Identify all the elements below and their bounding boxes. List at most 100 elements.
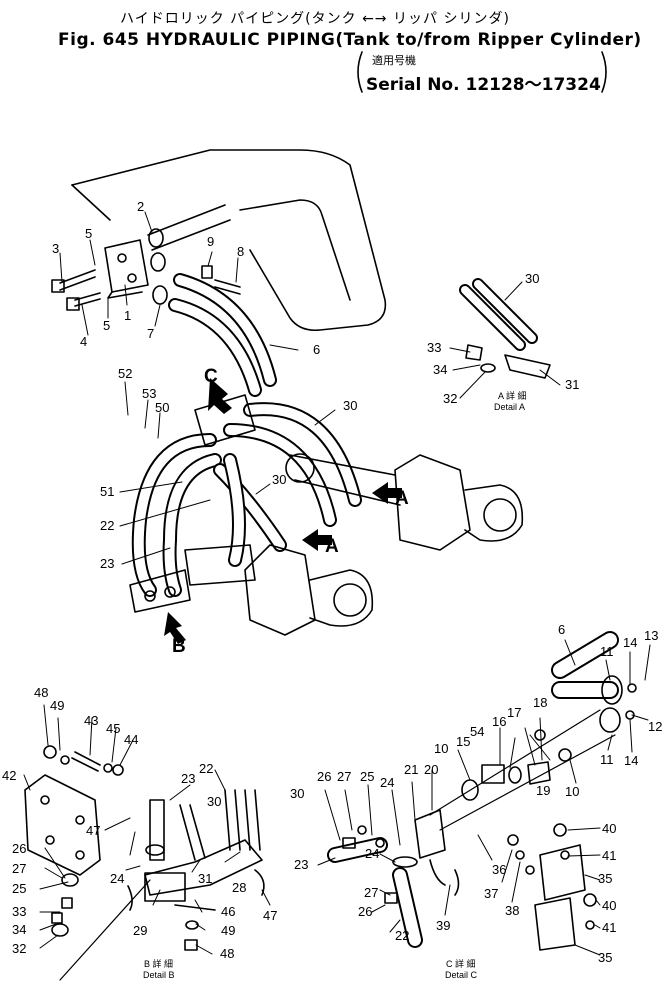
serial-number-range: Serial No. 12128～17324 (366, 75, 601, 95)
callout: 16 (492, 714, 506, 729)
view-marker-a-lower: A (325, 536, 339, 557)
callout: 24 (110, 871, 124, 886)
callout: 48 (220, 946, 234, 961)
callout: 48 (34, 685, 48, 700)
callout: 3 (52, 241, 59, 256)
callout: 7 (147, 326, 154, 341)
callout: 10 (434, 741, 448, 756)
callout: 53 (142, 386, 156, 401)
callout: 14 (623, 635, 637, 650)
detail-c-label: Detail C (445, 970, 478, 980)
callout: 30 (343, 398, 357, 413)
callout: 47 (263, 908, 277, 923)
callout: 15 (456, 734, 470, 749)
callout: 21 (404, 762, 418, 777)
callout: 26 (12, 841, 26, 856)
callout: 34 (12, 922, 26, 937)
callout: 35 (598, 871, 612, 886)
detail-c-drawing (327, 631, 637, 951)
callout: 40 (602, 898, 616, 913)
callout: 10 (565, 784, 579, 799)
callout: 11 (600, 752, 614, 767)
callout: 39 (436, 918, 450, 933)
callout: 22 (199, 761, 213, 776)
callout: 31 (198, 871, 212, 886)
detail-a-drawing (459, 278, 551, 379)
callout: 28 (232, 880, 246, 895)
callout: 8 (237, 244, 244, 259)
callout: 49 (50, 698, 64, 713)
callout: 23 (100, 556, 114, 571)
callout: 31 (565, 377, 579, 392)
callout: 38 (505, 903, 519, 918)
callout: 17 (507, 705, 521, 720)
callout: 45 (106, 721, 120, 736)
detail-c-jp-label: C 詳 細 (446, 958, 476, 969)
arrow-a-lower-icon (302, 529, 332, 551)
callout: 26 (317, 769, 331, 784)
figure-title: Fig. 645 HYDRAULIC PIPING(Tank to/from R… (58, 30, 642, 50)
callout: 47 (86, 823, 100, 838)
callout: 36 (492, 862, 506, 877)
detail-a-jp-label: A 詳 細 (498, 390, 527, 401)
callout: 23 (181, 771, 195, 786)
callout: 50 (155, 400, 169, 415)
callout: 22 (395, 928, 409, 943)
detail-b-label: Detail B (143, 970, 175, 980)
callout: 27 (364, 885, 378, 900)
callout: 24 (380, 775, 394, 790)
callout: 22 (100, 518, 114, 533)
callout: 5 (85, 226, 92, 241)
callout: 30 (290, 786, 304, 801)
callout: 42 (2, 768, 16, 783)
tank-outline (71, 149, 387, 332)
callout: 29 (133, 923, 147, 938)
callout: 27 (12, 861, 26, 876)
callout: 43 (84, 713, 98, 728)
callout: 30 (272, 472, 286, 487)
callout: 35 (598, 950, 612, 965)
ripper-cylinder-right (285, 453, 524, 551)
detail-b-drawing (24, 745, 265, 981)
callout: 54 (470, 724, 484, 739)
callout: 52 (118, 366, 132, 381)
callout: 12 (648, 719, 662, 734)
callout: 27 (337, 769, 351, 784)
arrow-a-upper-icon (372, 482, 402, 504)
callout: 6 (313, 342, 320, 357)
callout: 1 (124, 308, 131, 323)
detail-a-label: Detail A (494, 402, 525, 412)
callout: 19 (536, 783, 550, 798)
arrow-b-icon (164, 612, 186, 644)
valve-block (129, 394, 256, 613)
callout: 23 (294, 857, 308, 872)
view-arrows (164, 378, 402, 644)
callout: 6 (558, 622, 565, 637)
callout: 46 (221, 904, 235, 919)
callout: 40 (602, 821, 616, 836)
callout: 13 (644, 628, 658, 643)
callout: 37 (484, 886, 498, 901)
callout: 2 (137, 199, 144, 214)
view-marker-b: B (172, 636, 186, 657)
callout: 30 (207, 794, 221, 809)
callout: 33 (427, 340, 441, 355)
callout: 4 (80, 334, 87, 349)
callout: 18 (533, 695, 547, 710)
leader-lines (23, 211, 651, 956)
callout: 11 (600, 644, 614, 659)
callout: 5 (103, 318, 110, 333)
japanese-title: ハイドロリック パイピング(タンク ←→ リッパ シリンダ) (120, 11, 510, 27)
callout: 41 (602, 920, 616, 935)
callout: 32 (12, 941, 26, 956)
ripper-cylinder-left (244, 544, 374, 636)
callout: 44 (124, 732, 138, 747)
callout: 25 (360, 769, 374, 784)
view-marker-a-upper: A (395, 488, 409, 509)
japanese-applicable-label: 適用号機 (372, 54, 416, 67)
callout: 49 (221, 923, 235, 938)
callout: 24 (365, 846, 379, 861)
callout: 41 (602, 848, 616, 863)
callout: 30 (525, 271, 539, 286)
